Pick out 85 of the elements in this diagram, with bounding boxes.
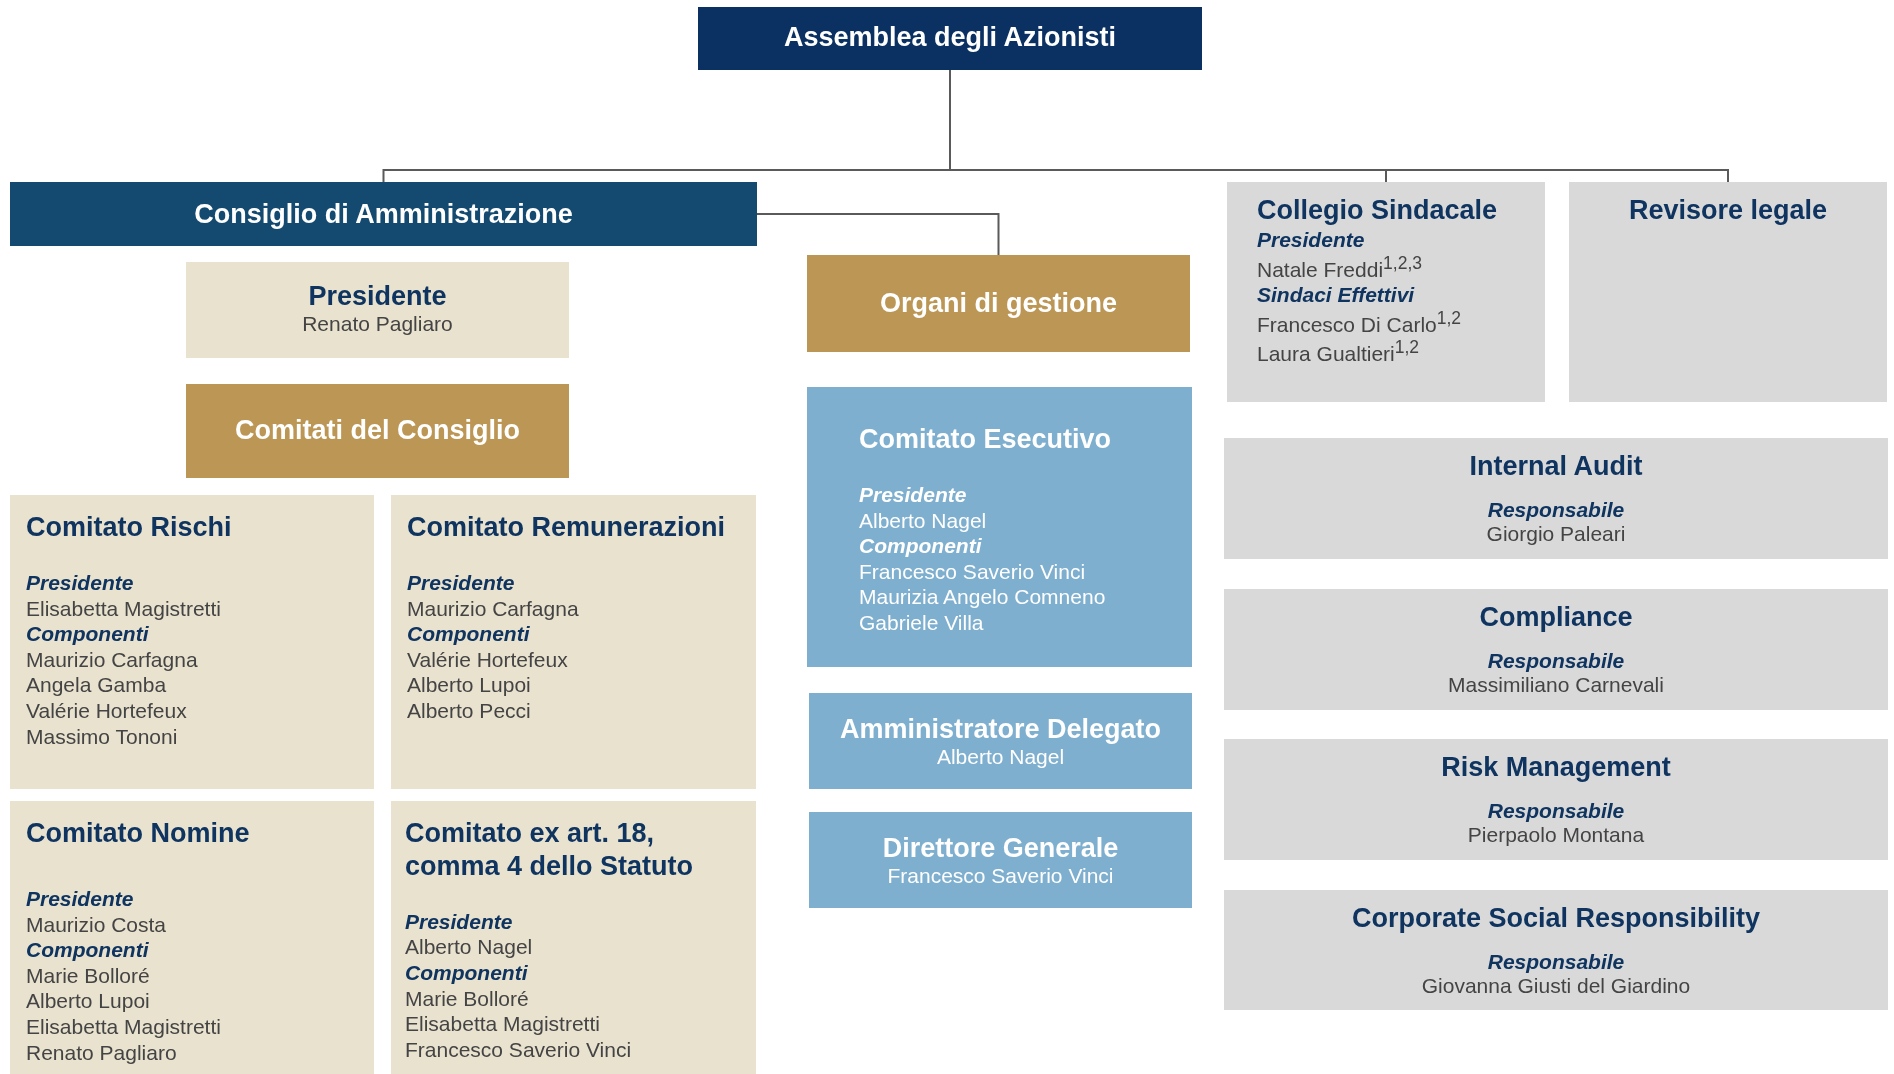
box-title: Presidente (307, 280, 448, 313)
role-label: Responsabile (1486, 496, 1626, 523)
box-title: Assemblea degli Azionisti (782, 21, 1118, 54)
box-title: Comitati del Consiglio (234, 414, 521, 447)
role-label: Presidente (26, 569, 135, 596)
org-box (807, 255, 1190, 352)
box-title: Consiglio di Amministrazione (193, 198, 574, 231)
org-box (391, 801, 756, 1074)
member-name: Massimiliano Carnevali (1447, 672, 1665, 698)
role-label: Responsabile (1486, 948, 1626, 975)
org-box (698, 7, 1202, 70)
org-box (807, 387, 1192, 667)
member-name: Alberto Nagel (405, 934, 534, 961)
member-name: Giovanna Giusti del Giardino (1420, 973, 1692, 999)
role-label: Presidente (1257, 226, 1366, 253)
member-name: Elisabetta Magistretti (26, 595, 222, 622)
member-name: Massimo Tononi (26, 723, 179, 750)
member-name: Elisabetta Magistretti (26, 1014, 222, 1040)
org-box (1224, 438, 1888, 559)
member-name: Francesco Saverio Vinci (859, 558, 1087, 585)
role-label: Componenti (26, 937, 150, 963)
box-title: Direttore Generale (881, 832, 1120, 865)
member-name: Maurizio Carfagna (407, 595, 580, 622)
org-box (10, 801, 374, 1074)
box-title: Internal Audit (1468, 450, 1644, 483)
role-label: Presidente (405, 908, 514, 935)
org-box (10, 182, 757, 246)
org-box (186, 262, 569, 358)
member-name: Alberto Nagel (859, 507, 988, 534)
member-name: Laura Gualtieri$^{1,2}$ (1257, 337, 1421, 367)
org-box (1224, 739, 1888, 860)
member-name: Francesco Saverio Vinci (405, 1036, 633, 1063)
member-name: Gabriele Villa (859, 610, 985, 636)
role-label: Presidente (859, 481, 968, 508)
member-name: Valérie Hortefeux (26, 698, 188, 724)
member-name: Pierpaolo Montana (1466, 822, 1646, 848)
role-label: Presidente (26, 885, 135, 912)
member-name: Angela Gamba (26, 672, 168, 698)
role-label: Responsabile (1486, 797, 1626, 824)
org-box (1227, 182, 1545, 402)
member-name: Alberto Nagel (935, 744, 1066, 770)
box-title: Revisore legale (1627, 194, 1829, 227)
member-name: Renato Pagliaro (301, 310, 454, 337)
member-name: Maurizio Costa (26, 911, 168, 938)
member-name: Francesco Di Carlo$^{1,2}$ (1257, 307, 1463, 338)
role-label: Sindaci Effettivi (1257, 282, 1416, 308)
member-name: Renato Pagliaro (26, 1039, 178, 1066)
role-label: Presidente (407, 569, 516, 596)
member-name: Alberto Lupoi (26, 988, 151, 1014)
box-title: Amministratore Delegato (838, 713, 1163, 746)
member-name: Natale Freddi$^{1,2,3}$ (1257, 252, 1423, 283)
role-label: Componenti (859, 533, 983, 559)
box-title: Comitato ex art. 18, comma 4 dello Statuto (405, 817, 695, 883)
member-name: Maurizio Carfagna (26, 646, 199, 673)
box-title: Corporate Social Responsibility (1350, 902, 1762, 935)
box-title: Compliance (1478, 601, 1634, 634)
member-name: Giorgio Paleari (1485, 521, 1627, 547)
member-name: Marie Bolloré (26, 962, 151, 989)
org-box (10, 495, 374, 789)
member-name: Francesco Saverio Vinci (886, 862, 1115, 889)
org-box (1224, 890, 1888, 1010)
org-box (391, 495, 756, 789)
box-title: Comitato Esecutivo (859, 423, 1113, 456)
box-title: Organi di gestione (879, 287, 1118, 320)
box-title: Collegio Sindacale (1257, 194, 1499, 227)
connector-line (756, 213, 1000, 256)
role-label: Componenti (407, 621, 531, 647)
member-name: Valérie Hortefeux (407, 646, 569, 673)
member-name: Marie Bolloré (405, 985, 530, 1012)
member-name: Maurizia Angelo Comneno (859, 584, 1107, 610)
box-title: Comitato Rischi (26, 511, 233, 544)
box-title: Risk Management (1440, 751, 1672, 784)
member-name: Alberto Pecci (407, 698, 532, 724)
org-box (186, 384, 569, 478)
role-label: Responsabile (1486, 647, 1626, 674)
member-name: Alberto Lupoi (407, 672, 532, 698)
role-label: Componenti (26, 621, 150, 647)
member-name: Elisabetta Magistretti (405, 1011, 601, 1037)
org-box (809, 812, 1192, 908)
org-box (1224, 589, 1888, 710)
box-title: Comitato Nomine (26, 817, 251, 850)
box-title: Comitato Remunerazioni (407, 511, 727, 544)
role-label: Componenti (405, 960, 529, 986)
org-box (809, 693, 1192, 789)
org-box (1569, 182, 1887, 402)
